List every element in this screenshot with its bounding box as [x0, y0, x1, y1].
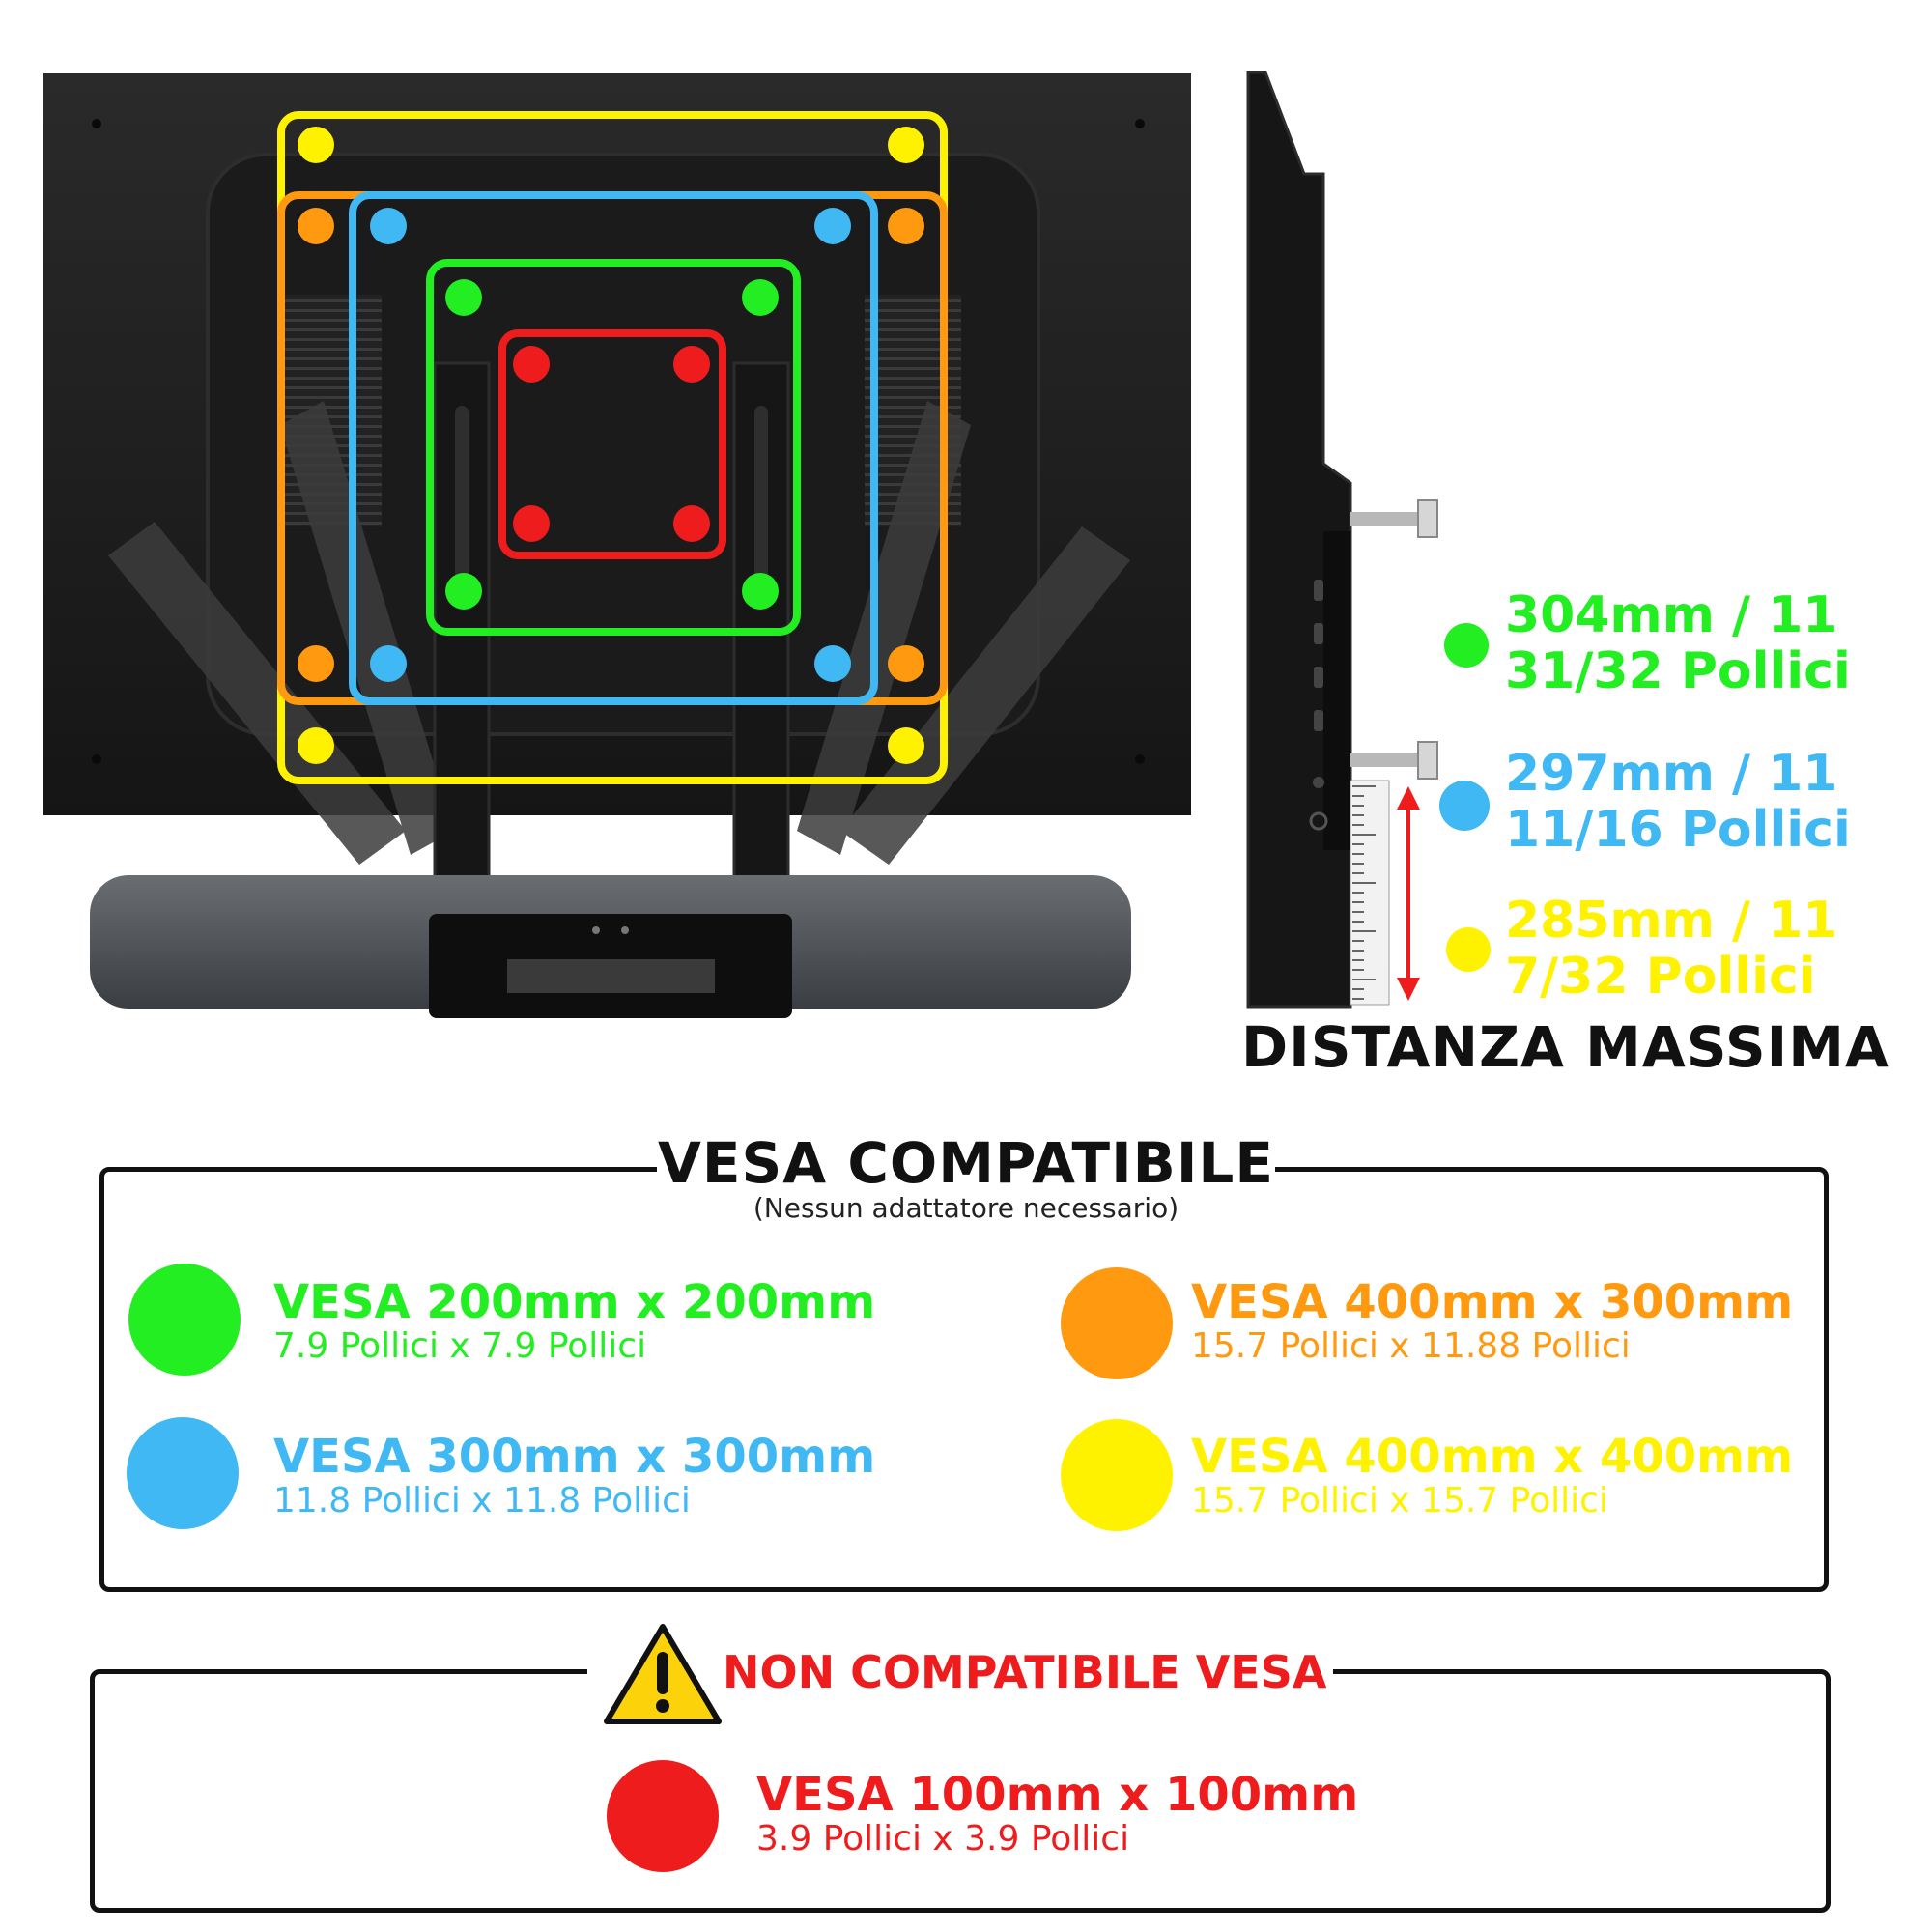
vesa-200x200-pattern	[426, 259, 801, 636]
bolt-top	[1350, 499, 1438, 538]
vesa-400x400-sub: 15.7 Pollici x 15.7 Pollici	[1191, 1481, 1608, 1520]
distance-arrow	[1397, 786, 1420, 1001]
distance-label-blue: 297mm / 11 11/16 Pollici	[1505, 746, 1851, 858]
vesa-400x300-main: VESA 400mm x 300mm	[1191, 1275, 1794, 1329]
vesa-100-main: VESA 100mm x 100mm	[756, 1768, 1359, 1822]
warning-triangle-icon	[604, 1624, 722, 1724]
distance-line1: 297mm / 11	[1505, 745, 1838, 803]
vesa-dot-green	[128, 1264, 241, 1376]
soundbar	[90, 875, 1131, 1018]
compatible-heading: VESA COMPATIBILE (Nessun adattatore nece…	[657, 1130, 1275, 1227]
vesa-300-main: VESA 300mm x 300mm	[273, 1430, 876, 1484]
ruler	[1350, 780, 1390, 1006]
compatible-panel	[99, 1167, 1829, 1592]
distance-dot-yellow	[1446, 927, 1491, 972]
vesa-200-main: VESA 200mm x 200mm	[273, 1275, 876, 1329]
tv-side-diagram	[1246, 71, 1438, 1009]
compatible-title: VESA COMPATIBILE	[657, 1130, 1275, 1196]
tv-back-diagram	[43, 73, 1191, 1018]
vesa-dot-yellow	[1061, 1419, 1173, 1531]
vesa-dot-red	[607, 1760, 719, 1872]
vesa-100x100-pattern	[498, 329, 726, 559]
max-distance-title: DISTANZA MASSIMA	[1241, 1014, 1889, 1080]
distance-line2: 7/32 Pollici	[1505, 948, 1816, 1006]
distance-label-yellow: 285mm / 11 7/32 Pollici	[1505, 893, 1837, 1005]
distance-line2: 31/32 Pollici	[1505, 642, 1851, 700]
distance-dot-green	[1444, 623, 1489, 668]
vesa-400x300-sub: 15.7 Pollici x 11.88 Pollici	[1191, 1326, 1631, 1366]
vesa-dot-blue	[127, 1417, 239, 1529]
vesa-300-sub: 11.8 Pollici x 11.8 Pollici	[273, 1481, 691, 1520]
compatible-subtitle: (Nessun adattatore necessario)	[753, 1192, 1179, 1224]
vesa-200-sub: 7.9 Pollici x 7.9 Pollici	[273, 1326, 647, 1366]
bolt-bottom	[1350, 741, 1438, 780]
not-compatible-title: NON COMPATIBILE VESA	[723, 1646, 1327, 1698]
distance-line1: 285mm / 11	[1505, 892, 1838, 950]
vesa-100-sub: 3.9 Pollici x 3.9 Pollici	[756, 1819, 1130, 1859]
vesa-400x400-main: VESA 400mm x 400mm	[1191, 1430, 1794, 1484]
vesa-dot-orange	[1061, 1267, 1173, 1379]
distance-dot-blue	[1439, 781, 1490, 831]
distance-line2: 11/16 Pollici	[1505, 801, 1851, 859]
vesa-300x300-pattern	[349, 191, 878, 705]
distance-label-green: 304mm / 11 31/32 Pollici	[1505, 587, 1851, 699]
distance-line1: 304mm / 11	[1505, 586, 1838, 644]
tv-side-profile	[1246, 71, 1352, 1009]
